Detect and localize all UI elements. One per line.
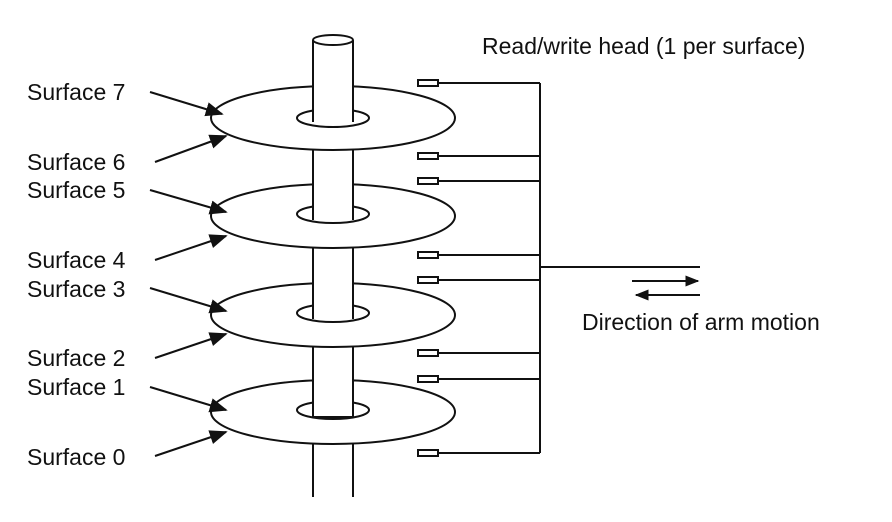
head-surface-3 [417,276,439,284]
head-surface-6 [417,152,439,160]
head-surface-2 [417,349,439,357]
head-surface-4 [417,251,439,259]
spindle-segment-1 [312,148,354,220]
spindle-top [312,34,354,122]
label-surface-7: Surface 7 [27,79,125,105]
label-surface-3: Surface 3 [27,276,125,302]
spindle-segment-2 [312,246,354,319]
head-surface-5 [417,177,439,185]
motion-arrows [632,275,700,301]
head-surface-0 [417,449,439,457]
label-surface-6: Surface 6 [27,149,125,175]
spindle [312,440,354,497]
label-surface-5: Surface 5 [27,177,125,203]
label-surface-1: Surface 1 [27,374,125,400]
arm-assembly [438,82,700,454]
label-surface-2: Surface 2 [27,345,125,371]
head-surface-1 [417,375,439,383]
spindle-segment-3 [312,344,354,418]
head-surface-7 [417,79,439,87]
label-surface-0: Surface 0 [27,444,125,470]
surface-pointers [149,91,228,457]
arm-motion-label: Direction of arm motion [582,309,820,335]
read-write-heads [417,79,439,457]
label-surface-4: Surface 4 [27,247,126,273]
read-write-head-label: Read/write head (1 per surface) [482,33,805,59]
surface-labels: Surface 7 Surface 6 Surface 5 Surface 4 … [27,79,126,470]
